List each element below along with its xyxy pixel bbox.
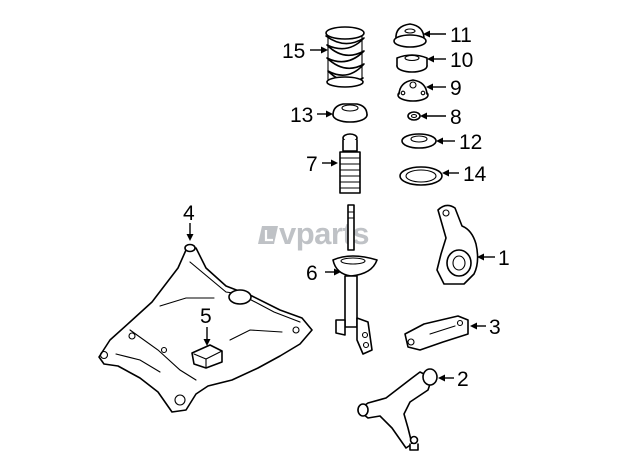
strut-mount-cap [393, 23, 427, 48]
strut-mount [397, 79, 429, 102]
lower-control-arm [357, 368, 438, 451]
callout-5: 5 [200, 305, 212, 328]
steering-knuckle [436, 204, 479, 285]
dust-boot [339, 133, 361, 194]
mount-bracket [191, 344, 223, 369]
callout-8: 8 [450, 106, 462, 129]
callout-4: 4 [183, 202, 195, 225]
callout-9: 9 [450, 77, 462, 100]
washer [407, 111, 421, 121]
callout-6: 6 [306, 262, 318, 285]
callout-12: 12 [459, 131, 482, 154]
front-crossmember [98, 243, 313, 413]
leader-lines [186, 30, 495, 382]
logo-mark-icon [258, 226, 278, 244]
callout-11: 11 [450, 24, 472, 47]
mount-insulator [396, 54, 428, 73]
callout-10: 10 [450, 49, 473, 72]
callout-15: 15 [282, 40, 305, 63]
callout-13: 13 [290, 104, 313, 127]
callout-14: 14 [463, 163, 487, 186]
spring-seat [332, 103, 368, 123]
strut-assembly [332, 204, 378, 355]
callout-3: 3 [489, 316, 501, 339]
coil-spring [325, 26, 365, 88]
callout-labels: 11 15 10 9 13 8 12 7 14 4 1 6 5 3 2 [183, 24, 510, 391]
callout-2: 2 [457, 368, 469, 391]
watermark-text: vparts [279, 216, 369, 251]
control-arm-bracket [404, 315, 469, 351]
strut-bearing [401, 133, 437, 149]
spring-insulator [399, 166, 443, 186]
callout-1: 1 [498, 247, 510, 270]
callout-7: 7 [306, 153, 318, 176]
